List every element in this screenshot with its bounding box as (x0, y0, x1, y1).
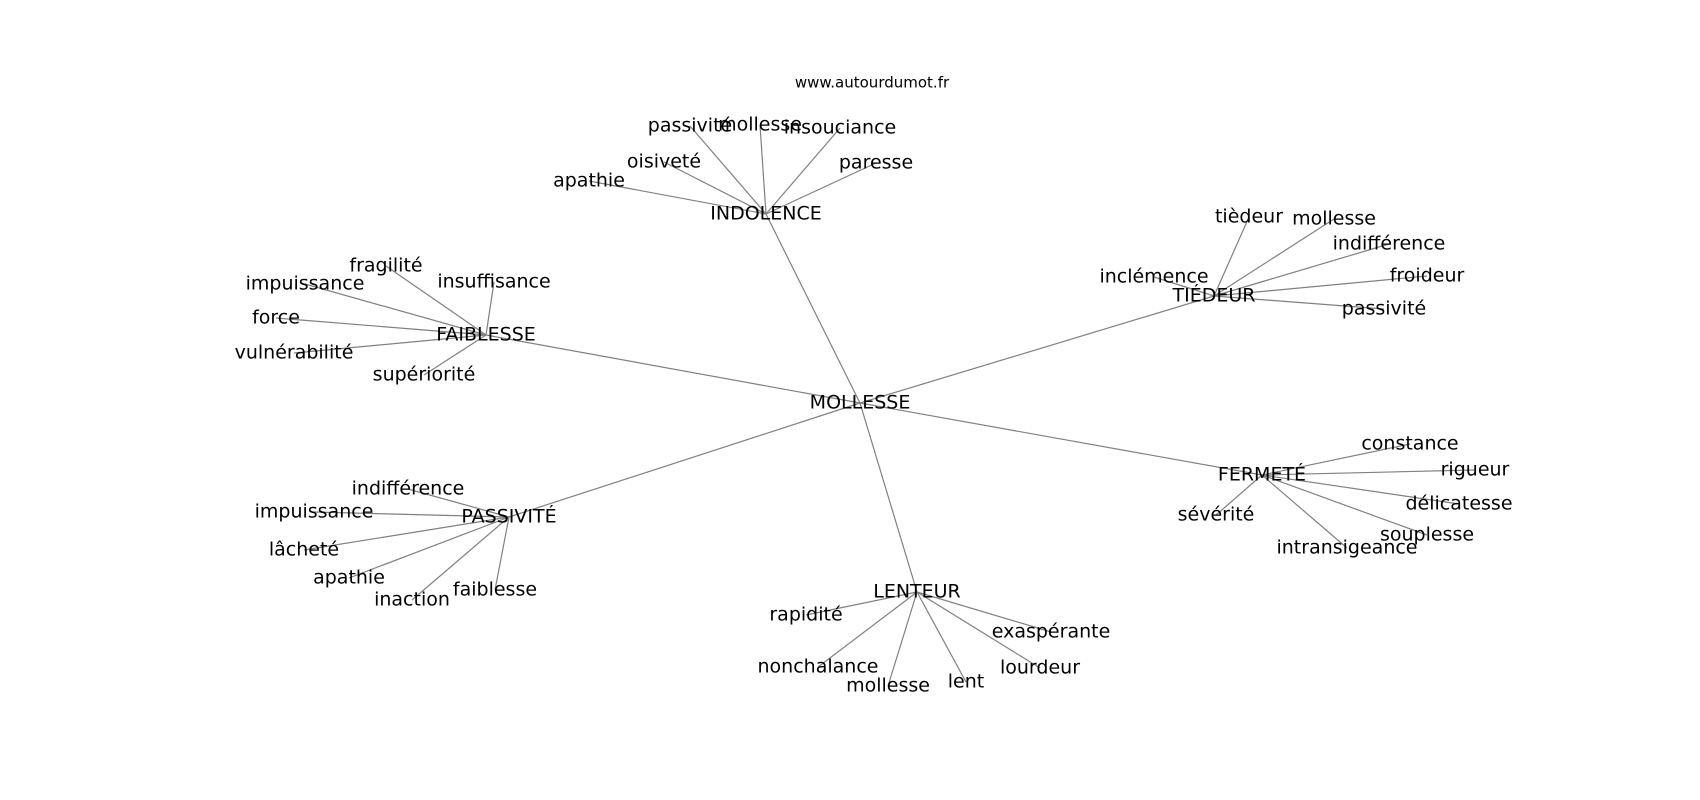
leaf-node-fermete: intransigeance (1276, 537, 1417, 559)
leaf-node-lenteur: mollesse (846, 675, 930, 697)
leaf-node-passivite: faiblesse (453, 579, 537, 601)
edge-passivite-leaf (494, 516, 510, 591)
edge-indolence-leaf (759, 124, 767, 215)
edge-tiedeur-leaf (1213, 216, 1250, 297)
edge-lenteur-leaf (916, 591, 1041, 669)
leaf-node-passivite: inaction (374, 589, 450, 611)
edge-passivite-leaf (411, 516, 510, 601)
edge-passivite-leaf (348, 516, 510, 579)
edge-fermete-leaf (1261, 443, 1411, 476)
cluster-node-lenteur: LENTEUR (873, 581, 961, 603)
edge-faiblesse-leaf (293, 334, 487, 354)
edge-tiedeur-leaf (1213, 243, 1390, 297)
edge-center-indolence (765, 213, 861, 404)
leaf-node-faiblesse: fragilité (349, 255, 422, 277)
edge-passivite-leaf (407, 488, 510, 518)
edge-faiblesse-leaf (423, 334, 487, 376)
leaf-node-indolence: passivité (648, 115, 732, 137)
cluster-node-passivite: PASSIVITÉ (461, 505, 556, 528)
edge-tiedeur-leaf (1213, 218, 1335, 297)
leaf-node-fermete: constance (1361, 433, 1458, 455)
center-node: MOLLESSE (810, 392, 911, 414)
leaf-node-tiedeur: passivité (1342, 298, 1426, 320)
edge-fermete-leaf (1215, 474, 1263, 516)
leaf-node-indolence: apathie (553, 170, 625, 192)
leaf-node-faiblesse: insuffisance (437, 271, 550, 293)
leaf-node-indolence: mollesse (718, 114, 802, 136)
leaf-node-tiedeur: tièdeur (1215, 206, 1283, 228)
edge-center-faiblesse (485, 334, 861, 404)
edge-lenteur-leaf (916, 591, 1052, 633)
leaf-node-indolence: oisiveté (627, 151, 701, 173)
leaf-node-fermete: souplesse (1380, 524, 1474, 546)
leaf-node-indolence: paresse (839, 152, 913, 174)
leaf-node-passivite: impuissance (255, 501, 374, 523)
leaf-node-lenteur: nonchalance (758, 656, 879, 678)
edge-indolence-leaf (765, 127, 841, 215)
leaf-node-tiedeur: froideur (1390, 265, 1465, 287)
leaf-node-lenteur: lourdeur (1000, 657, 1080, 679)
cluster-node-fermete: FERMETÉ (1218, 463, 1306, 486)
leaf-node-indolence: insouciance (784, 117, 896, 139)
edge-fermete-leaf (1261, 474, 1348, 549)
leaf-node-fermete: sévérité (1178, 504, 1255, 526)
edge-center-fermete (859, 402, 1263, 476)
edge-indolence-leaf (765, 162, 877, 215)
edge-lenteur-leaf (887, 591, 918, 687)
leaf-node-tiedeur: inclémence (1099, 266, 1208, 288)
edge-tiedeur-leaf (1213, 275, 1428, 297)
edge-faiblesse-leaf (385, 265, 487, 336)
edge-lenteur-leaf (817, 591, 918, 668)
site-url: www.autourdumot.fr (795, 74, 950, 92)
edge-fermete-leaf (1261, 474, 1460, 505)
cluster-node-faiblesse: FAIBLESSE (436, 324, 536, 346)
leaf-node-faiblesse: impuissance (246, 273, 365, 295)
edge-fermete-leaf (1261, 474, 1428, 536)
edge-passivite-leaf (303, 516, 510, 551)
cluster-node-indolence: INDOLENCE (710, 203, 821, 225)
leaf-node-fermete: délicatesse (1405, 493, 1512, 515)
graph-labels: www.autourdumot.fr apathieoisivetépassiv… (235, 74, 1513, 697)
edge-indolence-leaf (663, 161, 767, 215)
leaf-node-lenteur: lent (948, 671, 984, 693)
leaf-node-passivite: indifférence (352, 478, 465, 500)
edge-tiedeur-leaf (1213, 295, 1385, 310)
edge-center-passivite (508, 402, 861, 518)
cluster-node-tiedeur: TIÉDEUR (1172, 284, 1256, 307)
edge-lenteur-leaf (916, 591, 967, 683)
edge-faiblesse-leaf (485, 281, 495, 336)
edge-center-tiedeur (859, 295, 1215, 404)
leaf-node-passivite: lâcheté (269, 539, 339, 561)
edge-tiedeur-leaf (1153, 276, 1215, 297)
leaf-node-faiblesse: vulnérabilité (235, 342, 354, 364)
edge-faiblesse-leaf (304, 283, 487, 336)
leaf-node-faiblesse: force (252, 307, 300, 329)
leaf-node-faiblesse: supériorité (373, 364, 476, 386)
edge-indolence-leaf (588, 180, 767, 215)
edge-passivite-leaf (313, 511, 510, 518)
edge-lenteur-leaf (805, 591, 918, 616)
leaf-node-fermete: rigueur (1441, 459, 1510, 481)
edge-faiblesse-leaf (275, 317, 487, 336)
leaf-node-lenteur: rapidité (769, 604, 842, 626)
edge-center-lenteur (859, 402, 918, 593)
leaf-node-tiedeur: indifférence (1333, 233, 1446, 255)
leaf-node-passivite: apathie (313, 567, 385, 589)
leaf-node-tiedeur: mollesse (1292, 208, 1376, 230)
graph-edges (275, 124, 1476, 687)
leaf-node-lenteur: exaspérante (992, 621, 1111, 643)
edge-indolence-leaf (689, 125, 767, 215)
edge-fermete-leaf (1261, 469, 1476, 476)
